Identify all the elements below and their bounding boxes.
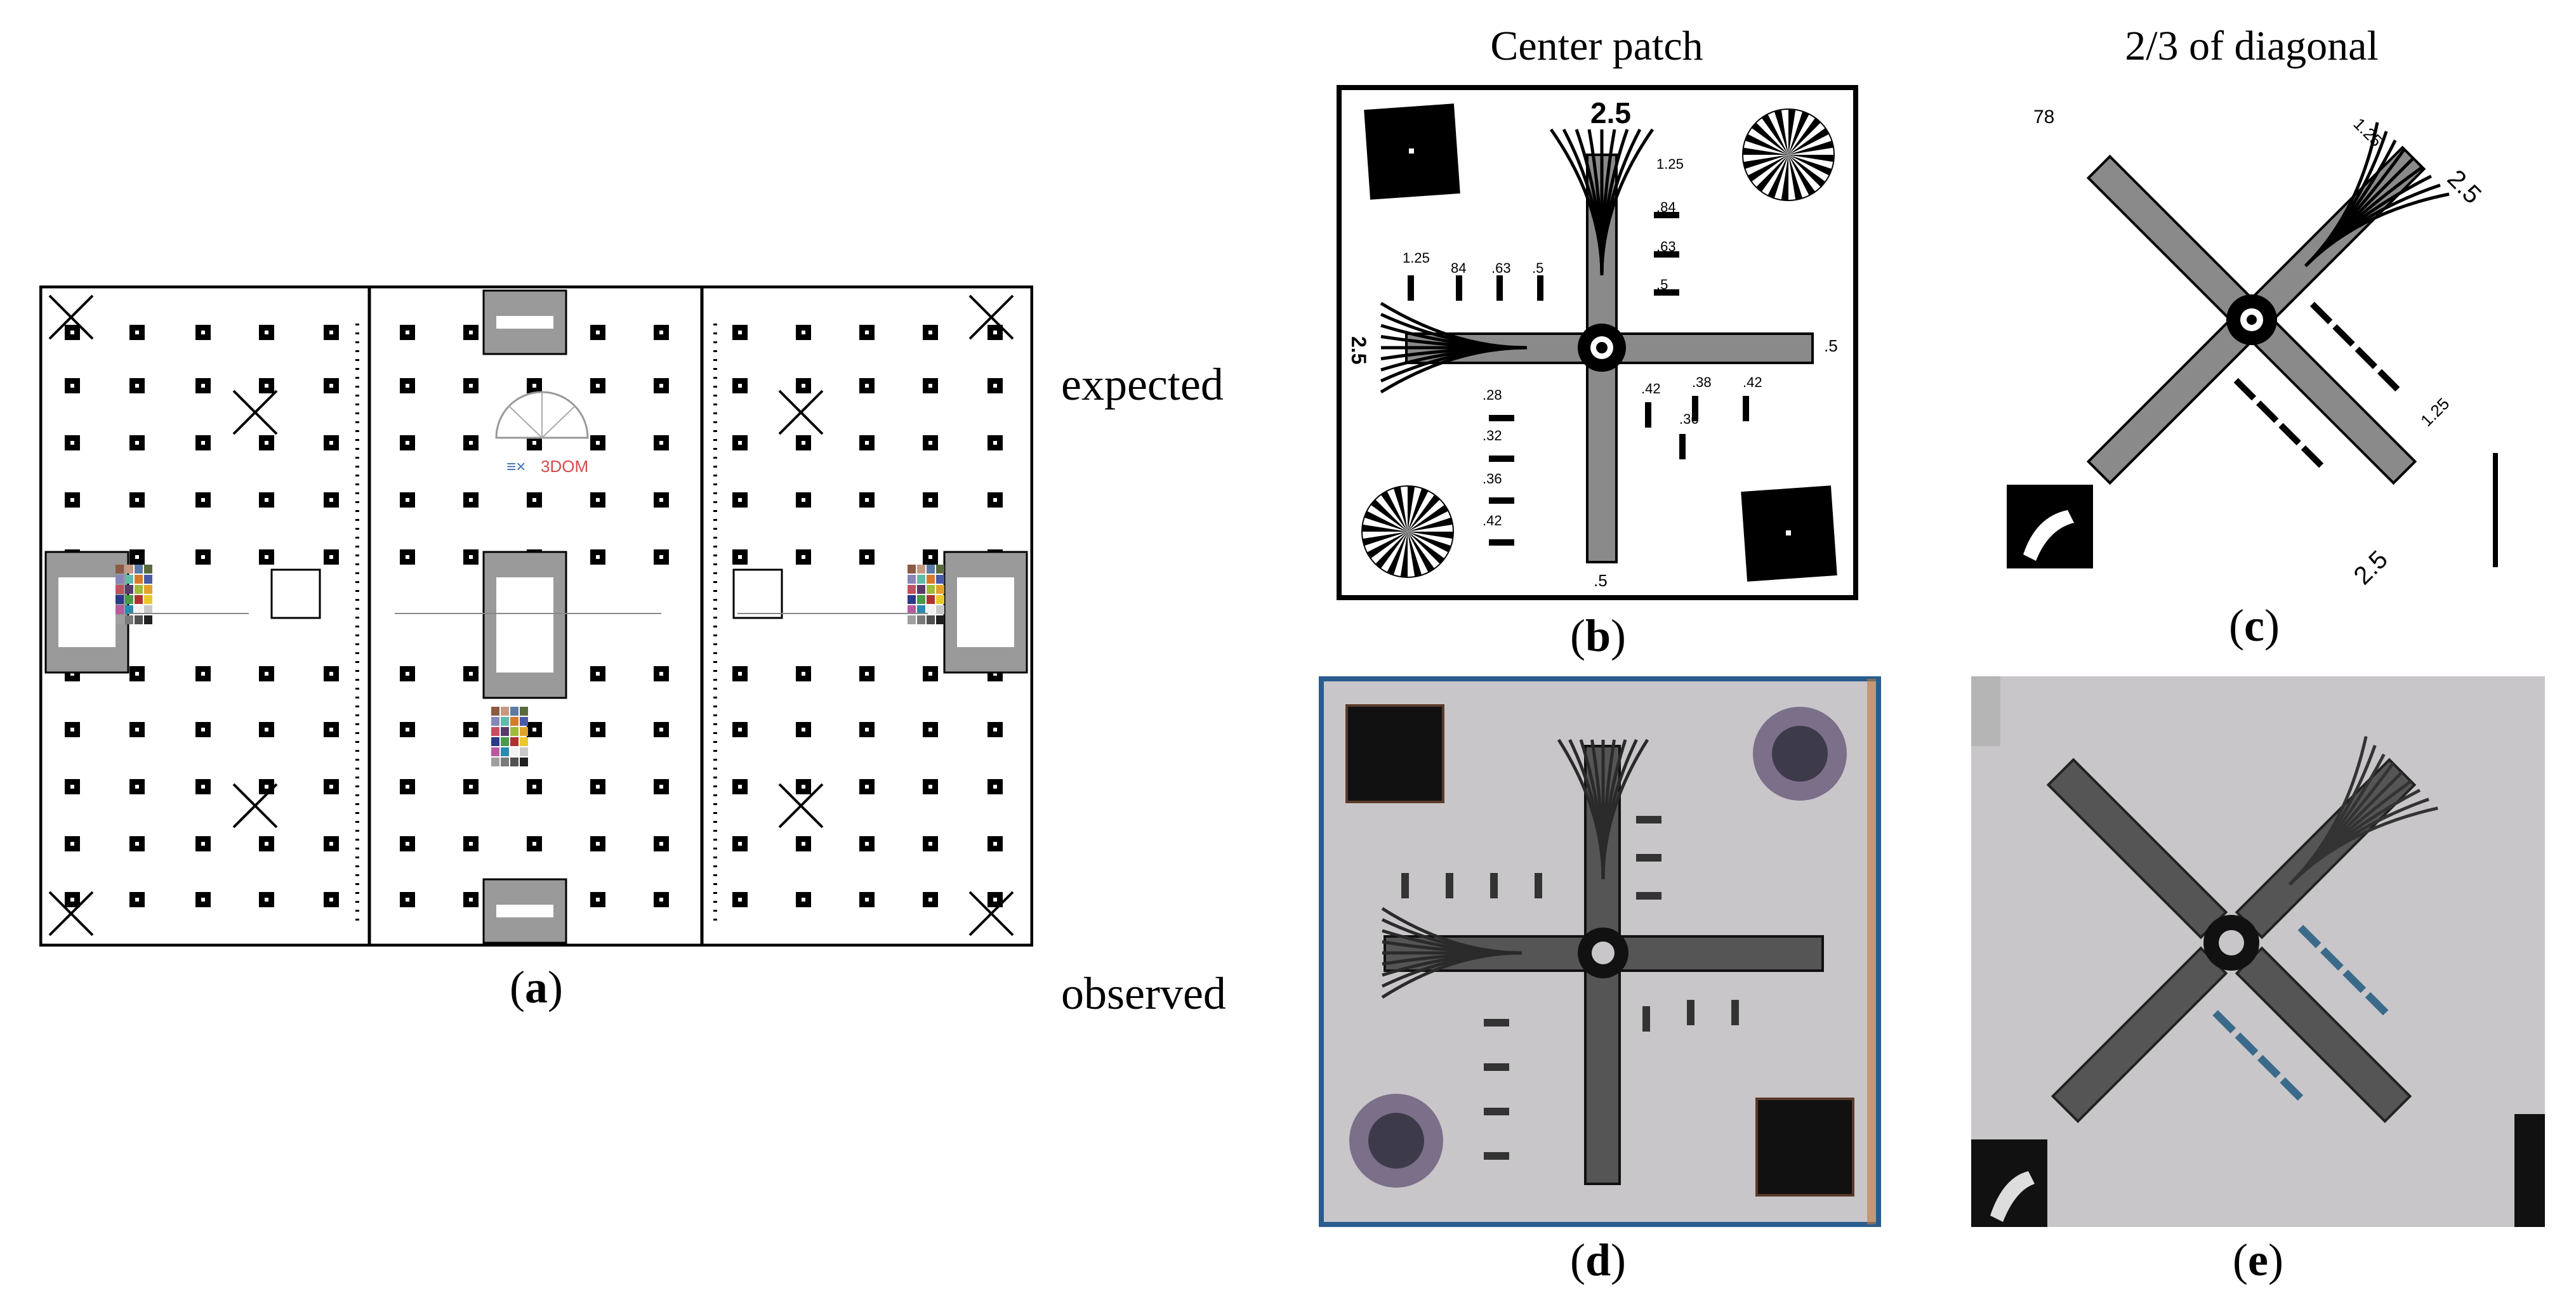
svg-text:.5: .5 xyxy=(1656,277,1668,292)
wedge-fan-left xyxy=(1380,301,1528,394)
header-diagonal: 2/3 of diagonal xyxy=(2125,23,2379,69)
label-top: 2.5 xyxy=(1590,96,1631,129)
svg-text:.5: .5 xyxy=(1532,260,1543,276)
logo-mark: ≡× xyxy=(506,457,525,476)
label-left: 2.5 xyxy=(1347,336,1370,364)
svg-text:84: 84 xyxy=(1451,260,1466,276)
svg-text:.63: .63 xyxy=(1491,260,1511,276)
svg-text:.84: .84 xyxy=(1656,199,1676,215)
observed-center-svg xyxy=(1319,676,1881,1227)
label-bottom: .5 xyxy=(1594,571,1608,590)
row-label-expected: expected xyxy=(1061,359,1224,410)
diagonal-patch-svg: 78 2.5 2.5 1.25 1.25 xyxy=(1998,85,2512,593)
diag-label-corner: 78 xyxy=(2033,107,2054,128)
test-chart-figure: ≡× 3DOM xyxy=(39,285,1033,947)
svg-text:.63: .63 xyxy=(1656,239,1676,254)
test-chart-svg: ≡× 3DOM xyxy=(39,285,1033,947)
svg-text:1.25: 1.25 xyxy=(1403,250,1430,266)
expected-center-patch: 2.5 2.5 .5 .5 1.25 .84 .63 .5 1.25 84 .6… xyxy=(1337,85,1858,600)
header-center-patch: Center patch xyxy=(1490,23,1703,69)
observed-center-patch xyxy=(1319,676,1881,1227)
siemens-star-bottom-left xyxy=(1361,485,1454,578)
caption-e: (e) xyxy=(2233,1235,2283,1285)
svg-text:.42: .42 xyxy=(1483,513,1502,528)
siemens-star-top-right xyxy=(1742,108,1835,201)
caption-d: (d) xyxy=(1569,1235,1626,1285)
svg-text:.36: .36 xyxy=(1483,471,1502,487)
center-patch-svg: 2.5 2.5 .5 .5 1.25 .84 .63 .5 1.25 84 .6… xyxy=(1337,85,1858,600)
caption-b: (b) xyxy=(1569,610,1626,661)
svg-text:.28: .28 xyxy=(1483,387,1502,403)
svg-text:.42: .42 xyxy=(1743,374,1762,390)
row-label-observed: observed xyxy=(1061,968,1226,1019)
caption-c: (c) xyxy=(2229,600,2280,651)
expected-diagonal-patch: 78 2.5 2.5 1.25 1.25 xyxy=(1998,85,2512,593)
svg-text:.32: .32 xyxy=(1483,428,1502,443)
svg-text:.42: .42 xyxy=(1641,381,1661,397)
observed-diagonal-svg xyxy=(1971,676,2545,1227)
wedge-fan-top xyxy=(1549,128,1655,276)
label-right: .5 xyxy=(1824,336,1838,355)
svg-text:.38: .38 xyxy=(1692,374,1712,390)
caption-a: (a) xyxy=(510,962,563,1013)
svg-text:1.25: 1.25 xyxy=(1656,156,1684,172)
observed-diagonal-patch xyxy=(1971,676,2545,1227)
logo-3dom: 3DOM xyxy=(541,457,588,476)
svg-text:.36: .36 xyxy=(1679,411,1699,427)
